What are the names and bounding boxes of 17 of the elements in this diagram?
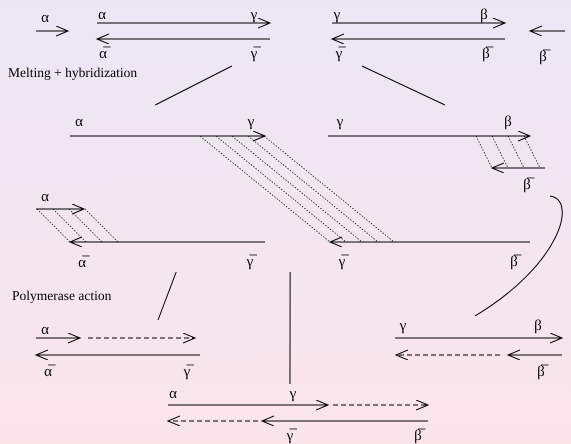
step-label: Melting + hybridization (8, 65, 138, 80)
strand-label: γ (400, 318, 406, 334)
strand-label: β (534, 318, 542, 334)
strand-label: γ (334, 7, 340, 23)
strand-label: β (480, 7, 488, 23)
strand-label: γ (336, 114, 344, 130)
strand-label: α (75, 114, 83, 130)
strand-label: α (169, 386, 177, 402)
strand-label: β (504, 114, 512, 130)
strand-label: α (41, 189, 49, 205)
step-label: Polymerase action (12, 288, 112, 303)
strand-label: α (98, 7, 106, 23)
strand-label: γ (290, 386, 296, 402)
strand-label: α (41, 10, 49, 26)
strand-label: γ (248, 114, 254, 130)
strand-label: γ (250, 7, 258, 23)
strand-label: α (41, 322, 49, 338)
